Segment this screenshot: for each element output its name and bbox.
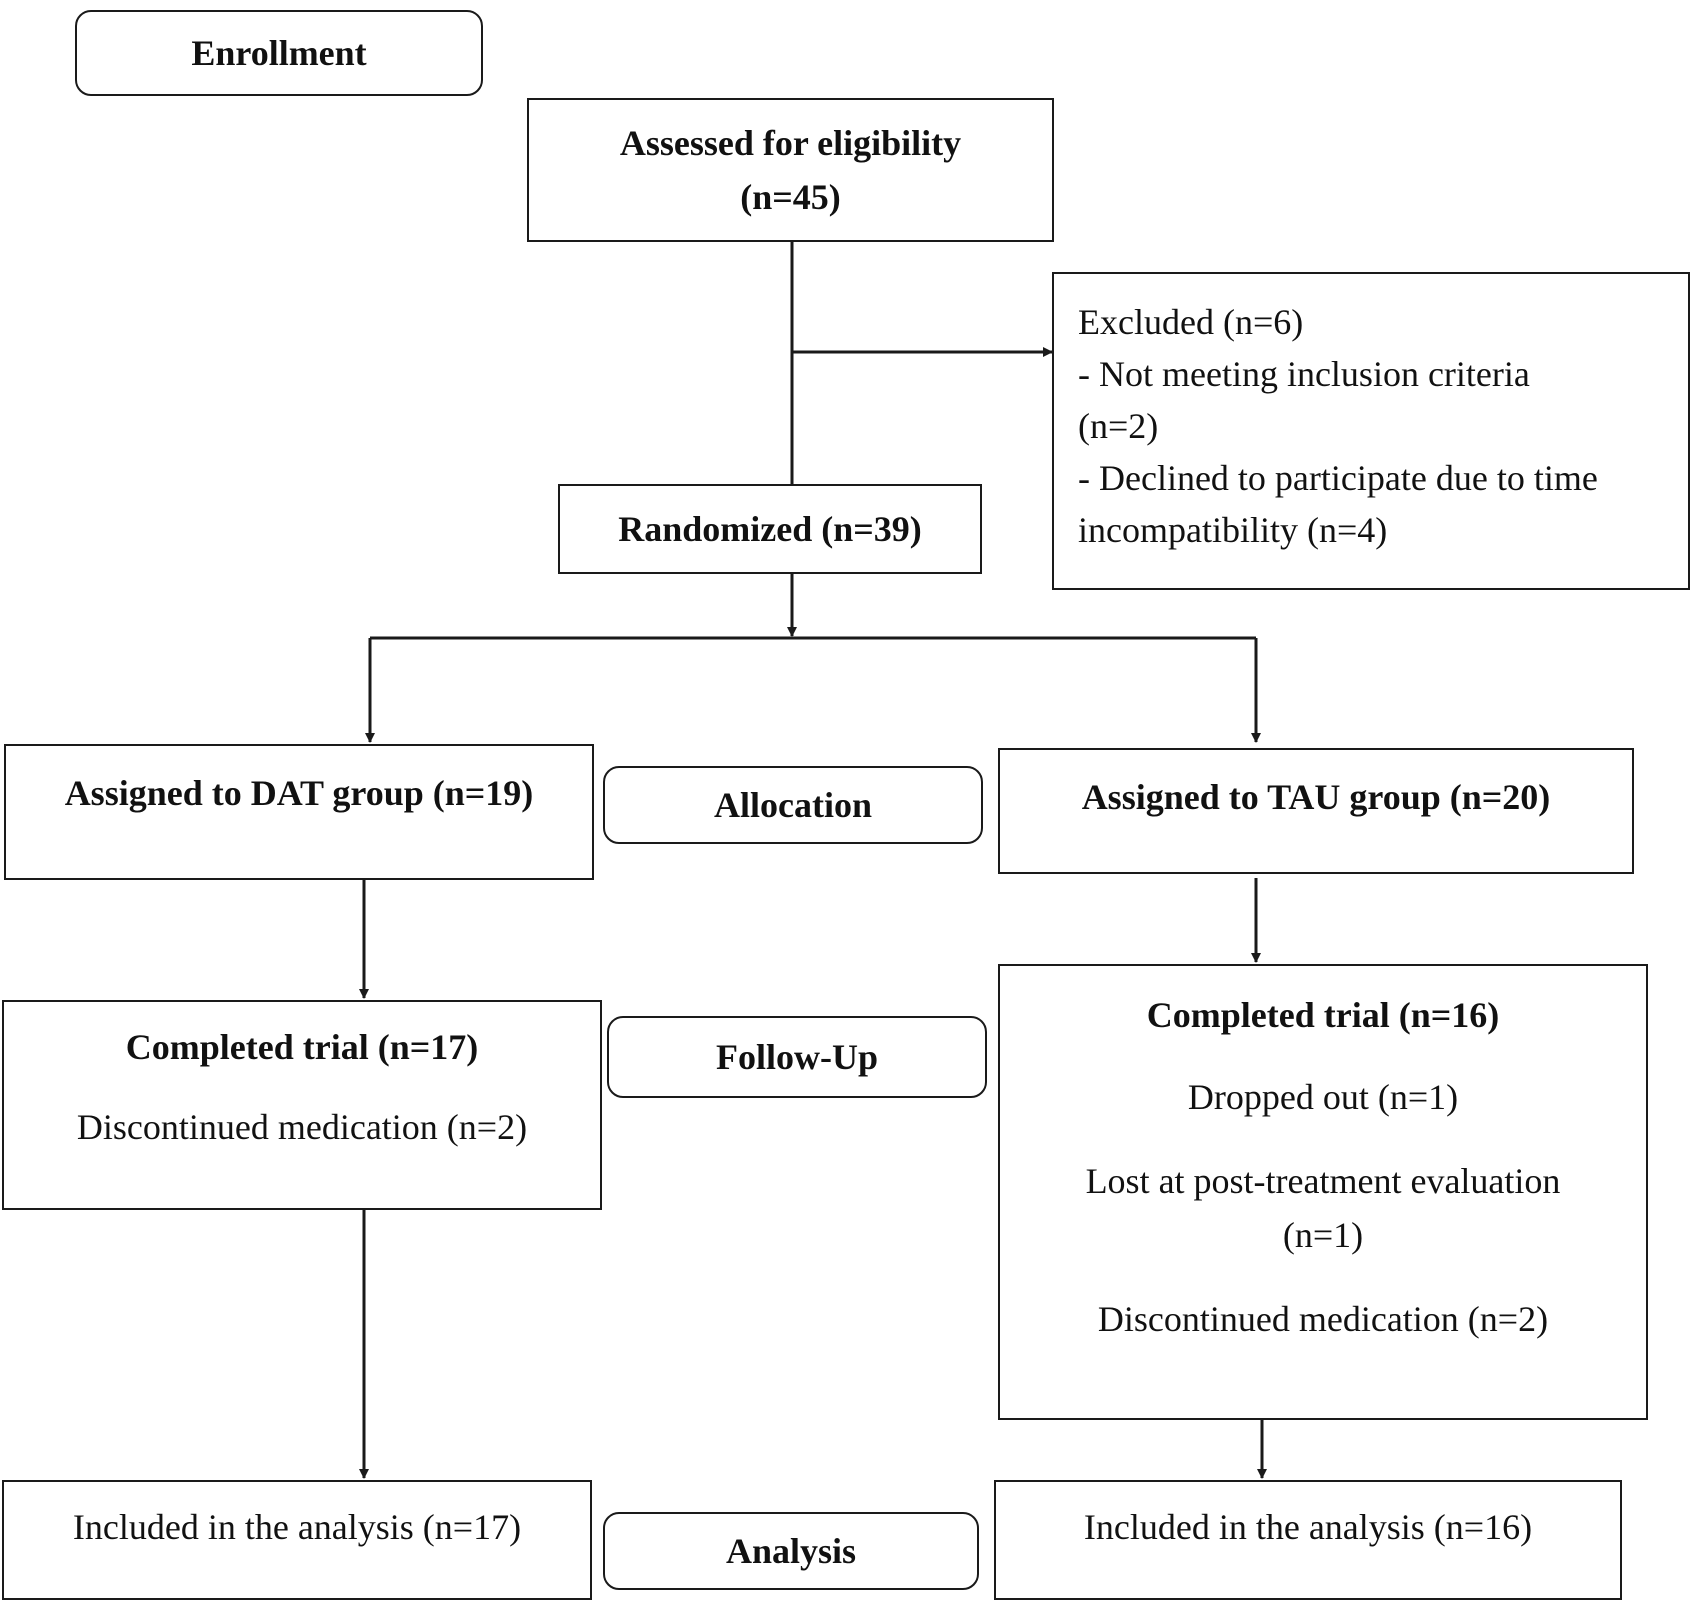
excluded-reason-criteria: - Not meeting inclusion criteria — [1078, 354, 1530, 394]
stage-allocation: Allocation — [603, 766, 983, 844]
stage-enrollment-label: Enrollment — [191, 33, 367, 73]
stage-follow-up: Follow-Up — [607, 1016, 987, 1098]
tau-included-box: Included in the analysis (n=16) — [994, 1480, 1622, 1600]
tau-lost-count: (n=1) — [1282, 1215, 1364, 1255]
stage-allocation-label: Allocation — [714, 785, 872, 825]
tau-completed-label: Completed trial (n=16) — [1146, 995, 1500, 1035]
excluded-reason-declined-count: incompatibility (n=4) — [1078, 510, 1388, 550]
stage-analysis-label: Analysis — [725, 1531, 857, 1571]
tau-included-label: Included in the analysis (n=16) — [1083, 1507, 1533, 1547]
stage-analysis: Analysis — [603, 1512, 979, 1590]
dat-included-label: Included in the analysis (n=17) — [72, 1507, 522, 1547]
excluded-title: Excluded (n=6) — [1078, 302, 1304, 342]
tau-assigned-box: Assigned to TAU group (n=20) — [998, 748, 1634, 874]
stage-enrollment: Enrollment — [75, 10, 483, 96]
dat-completed-label: Completed trial (n=17) — [125, 1027, 479, 1067]
dat-completed-box: Completed trial (n=17) Discontinued medi… — [2, 1000, 602, 1210]
tau-discontinued-label: Discontinued medication (n=2) — [1097, 1299, 1549, 1339]
dat-assigned-box: Assigned to DAT group (n=19) — [4, 744, 594, 880]
assessed-title: Assessed for eligibility — [619, 123, 962, 163]
excluded-reason-criteria-count: (n=2) — [1078, 406, 1159, 446]
dat-assigned-label: Assigned to DAT group (n=19) — [64, 773, 534, 813]
excluded-reason-declined: - Declined to participate due to time — [1078, 458, 1598, 498]
randomized-label: Randomized (n=39) — [618, 509, 922, 549]
randomized-box: Randomized (n=39) — [558, 484, 982, 574]
tau-lost-label: Lost at post-treatment evaluation — [1085, 1161, 1561, 1201]
tau-assigned-label: Assigned to TAU group (n=20) — [1081, 777, 1551, 817]
tau-completed-box: Completed trial (n=16) Dropped out (n=1)… — [998, 964, 1648, 1420]
assessed-box: Assessed for eligibility (n=45) — [527, 98, 1054, 242]
dat-included-box: Included in the analysis (n=17) — [2, 1480, 592, 1600]
tau-dropped-label: Dropped out (n=1) — [1187, 1077, 1459, 1117]
excluded-box: Excluded (n=6) - Not meeting inclusion c… — [1052, 272, 1690, 590]
assessed-count: (n=45) — [740, 177, 841, 217]
dat-discontinued-label: Discontinued medication (n=2) — [76, 1107, 528, 1147]
stage-follow-up-label: Follow-Up — [716, 1037, 878, 1077]
